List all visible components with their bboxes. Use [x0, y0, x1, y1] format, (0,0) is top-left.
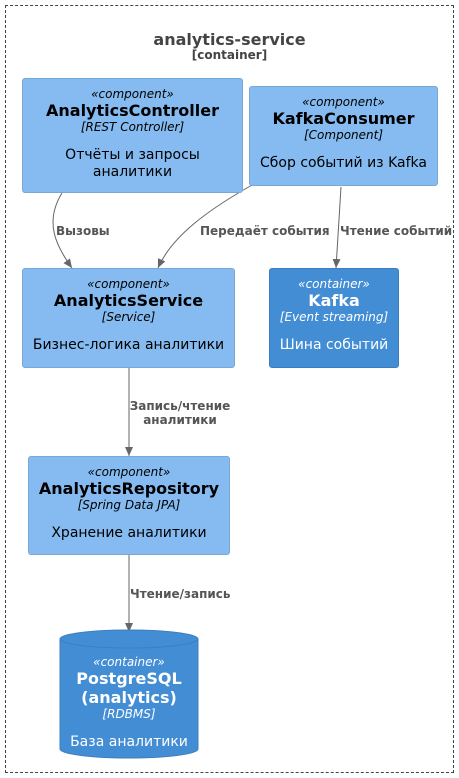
- node-tech: [Component]: [303, 128, 384, 142]
- boundary-type: [container]: [191, 48, 268, 62]
- edge-consumer-to-kafka: [332, 186, 342, 269]
- node-description: Бизнес-логика аналитики: [32, 337, 225, 353]
- analytics-controller-node: «component» AnalyticsController [REST Co…: [22, 78, 243, 193]
- node-tech: [Spring Data JPA]: [77, 498, 181, 512]
- node-description: Хранение аналитики: [51, 525, 207, 541]
- node-description: База аналитики: [70, 734, 188, 750]
- edge-controller-to-service: [52, 192, 73, 269]
- node-name: KafkaConsumer: [272, 109, 415, 128]
- node-description-line1: Отчёты и запросы: [65, 147, 200, 163]
- node-name: AnalyticsService: [53, 291, 204, 310]
- analytics-service-node: «component» AnalyticsService [Service] Б…: [22, 268, 235, 368]
- stereotype-label: «component»: [91, 87, 174, 101]
- node-name: AnalyticsController: [46, 101, 219, 120]
- node-name: Kafka: [308, 291, 360, 310]
- node-tech: [RDBMS]: [102, 707, 156, 721]
- node-name-line2: (analytics): [81, 688, 177, 707]
- service-boundary: [5, 5, 454, 773]
- edge-label-forwards-events: Передаёт события: [200, 224, 330, 238]
- stereotype-label: «component»: [87, 465, 171, 479]
- node-name-line1: PostgreSQL: [76, 669, 182, 688]
- edge-label-write-read-line1: Запись/чтение: [129, 399, 231, 413]
- kafka-consumer-node: «component» KafkaConsumer [Component] Сб…: [249, 86, 438, 186]
- node-tech: [REST Controller]: [80, 120, 185, 134]
- node-name: AnalyticsRepository: [38, 479, 220, 498]
- boundary-title: analytics-service: [153, 30, 306, 49]
- node-tech: [Service]: [101, 310, 156, 324]
- kafka-node: «container» Kafka [Event streaming] Шина…: [269, 268, 399, 368]
- node-description-line2: аналитики: [92, 164, 173, 180]
- postgres-cylinder: [59, 629, 199, 759]
- stereotype-label: «container»: [93, 655, 165, 669]
- node-description: Сбор событий из Kafka: [260, 155, 427, 171]
- edge-label-read-write: Чтение/запись: [130, 587, 231, 601]
- node-description: Шина событий: [279, 337, 389, 353]
- postgres-node: «container» PostgreSQL (analytics) [RDBM…: [60, 655, 198, 751]
- edge-label-write-read-line2: аналитики: [143, 413, 217, 427]
- analytics-repository-node: «component» AnalyticsRepository [Spring …: [28, 456, 230, 555]
- stereotype-label: «container»: [298, 277, 370, 291]
- node-tech: [Event streaming]: [279, 310, 389, 324]
- edge-consumer-to-service: [157, 184, 253, 269]
- stereotype-label: «component»: [87, 277, 170, 291]
- edge-label-calls: Вызовы: [56, 224, 110, 238]
- stereotype-label: «component»: [302, 95, 385, 109]
- edge-label-reads-events: Чтение событий: [340, 224, 453, 238]
